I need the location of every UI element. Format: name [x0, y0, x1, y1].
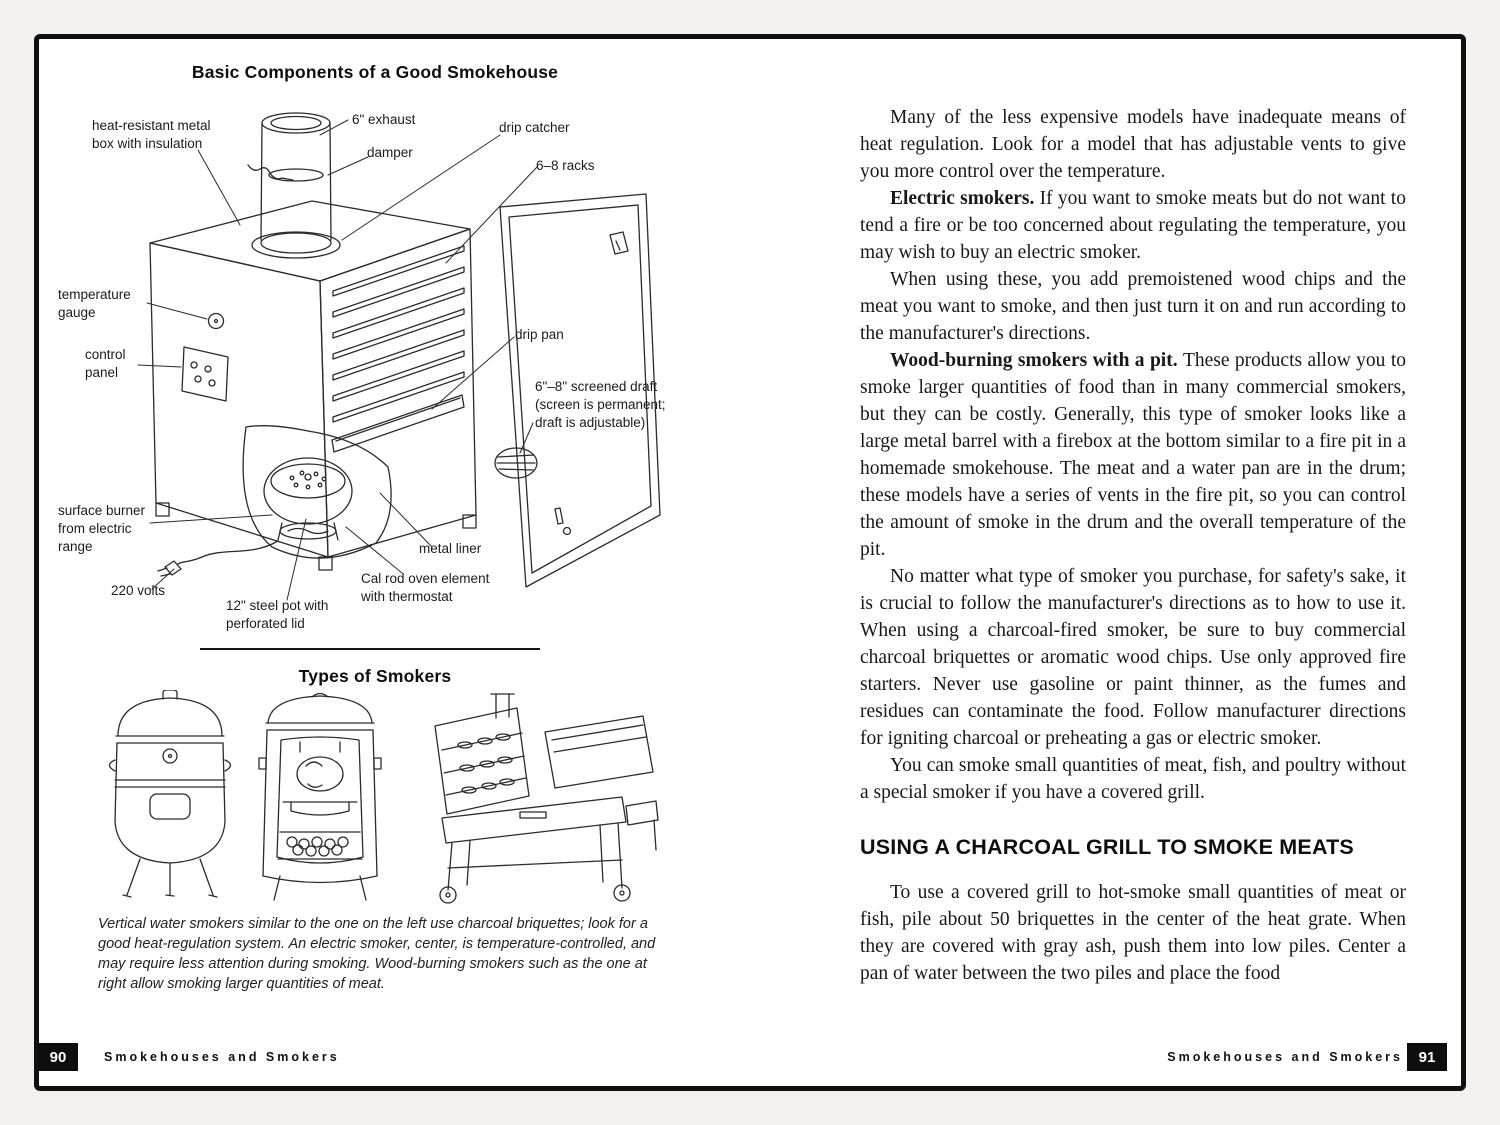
label-drip-pan: drip pan	[515, 327, 564, 342]
paragraph: Wood-burning smokers with a pit. These p…	[860, 347, 1406, 563]
paragraph: Many of the less expensive models have i…	[860, 104, 1406, 185]
label-screened-draft: 6"–8" screened draft (screen is permanen…	[535, 379, 666, 430]
electric-smoker	[258, 692, 382, 901]
section-divider	[200, 648, 540, 650]
paragraph: When using these, you add premoistened w…	[860, 266, 1406, 347]
page-number-left: 90	[38, 1043, 78, 1071]
smokehouse-box	[149, 200, 477, 571]
paragraph: No matter what type of smoker you purcha…	[860, 563, 1406, 752]
label-heat-resistant-box: heat-resistant metal box with insulation	[92, 118, 211, 151]
label-220-volts: 220 volts	[111, 583, 166, 598]
racks	[332, 245, 465, 423]
paragraph-text: No matter what type of smoker you purcha…	[860, 566, 1406, 749]
label-temperature-gauge: temperature gauge	[58, 287, 131, 320]
vertical-water-smoker	[108, 690, 232, 898]
page-number-right: 91	[1407, 1043, 1447, 1071]
closing-paragraph: To use a covered grill to hot-smoke smal…	[860, 882, 1406, 984]
diagram-title: Basic Components of a Good Smokehouse	[191, 62, 559, 82]
label-metal-liner: metal liner	[419, 541, 482, 556]
body-text-column: Many of the less expensive models have i…	[860, 104, 1406, 987]
section-heading: USING A CHARCOAL GRILL TO SMOKE MEATS	[860, 835, 1354, 859]
paragraph-text: When using these, you add premoistened w…	[860, 269, 1406, 344]
label-control-panel: control panel	[85, 347, 126, 380]
types-caption: Vertical water smokers similar to the on…	[98, 916, 656, 992]
label-cal-rod: Cal rod oven element with thermostat	[361, 571, 490, 604]
label-drip-catcher: drip catcher	[499, 120, 570, 135]
label-exhaust: 6" exhaust	[352, 112, 416, 127]
door	[494, 193, 661, 588]
label-damper: damper	[367, 145, 413, 160]
paragraph-lead: Electric smokers.	[890, 188, 1040, 209]
pot-and-burner	[157, 425, 392, 577]
label-surface-burner: surface burner from electric range	[58, 503, 146, 554]
leader-lines	[137, 119, 538, 601]
control-panel-drawing	[181, 346, 229, 402]
paragraph-text: These products allow you to smoke larger…	[860, 350, 1406, 560]
paragraph: Electric smokers. If you want to smoke m…	[860, 185, 1406, 266]
temperature-gauge-drawing	[207, 312, 225, 330]
smokehouse-diagram	[137, 112, 661, 601]
chimney	[247, 112, 341, 259]
paragraph: You can smoke small quantities of meat, …	[860, 752, 1406, 806]
wood-burning-smoker	[434, 693, 659, 904]
label-steel-pot: 12" steel pot with perforated lid	[226, 598, 329, 631]
types-of-smokers-illustration	[108, 690, 659, 904]
running-title-right: Smokehouses and Smokers	[1167, 1050, 1403, 1064]
drip-pan	[331, 394, 465, 453]
book-page-frame	[34, 34, 1466, 1091]
paragraph-text: You can smoke small quantities of meat, …	[860, 755, 1406, 803]
label-racks: 6–8 racks	[536, 158, 595, 173]
paragraph-text: Many of the less expensive models have i…	[860, 107, 1406, 182]
types-title: Types of Smokers	[298, 666, 452, 686]
paragraph-text: If you want to smoke meats but do not wa…	[860, 188, 1406, 263]
paragraph-lead: Wood-burning smokers with a pit.	[890, 350, 1183, 371]
running-title-left: Smokehouses and Smokers	[104, 1050, 340, 1064]
